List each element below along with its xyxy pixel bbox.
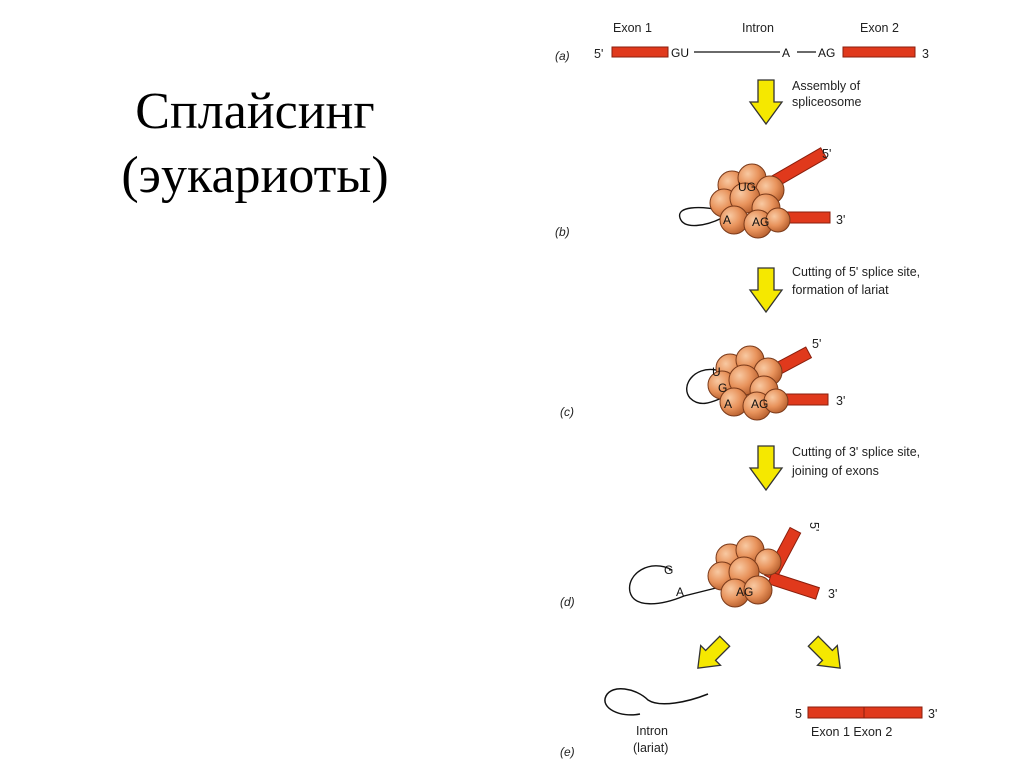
ag-label-c: AG	[751, 397, 768, 411]
panel-label-a: (a)	[555, 49, 570, 63]
step2-text-line1: Cutting of 5' splice site,	[792, 265, 920, 279]
branch-a-label: A	[782, 46, 790, 60]
three-prime-label-b: 3'	[836, 213, 845, 227]
intron-lariat-c	[686, 368, 723, 405]
step1-text-line2: spliceosome	[792, 95, 862, 109]
gu-site-label: GU	[671, 46, 689, 60]
panel-b: (b) 5' 3' UG A AG	[555, 147, 845, 239]
intron-label: Intron	[742, 21, 774, 35]
spliceosome-b	[709, 163, 791, 239]
panel-a: (a) Exon 1 Intron Exon 2 5' GU A AG 3	[555, 21, 929, 63]
g-label-c: G	[718, 381, 727, 395]
intron-lariat-d	[628, 565, 717, 605]
step2-text-line2: formation of lariat	[792, 283, 889, 297]
panel-label-d: (d)	[560, 595, 575, 609]
mrna-five-prime-label: 5	[795, 707, 802, 721]
intron-product-line1: Intron	[636, 724, 668, 738]
a-label-d: A	[676, 585, 684, 599]
three-prime-label-c: 3'	[836, 394, 845, 408]
exon2-bar-d	[767, 571, 821, 600]
u-label-c: U	[712, 365, 721, 379]
intron-product-line2: (lariat)	[633, 741, 668, 755]
panel-c: (c) 5' 3' U G A AG	[560, 337, 845, 421]
mrna-three-prime-label: 3'	[928, 707, 937, 721]
ag-site-label: AG	[818, 46, 835, 60]
panel-label-c: (c)	[560, 405, 574, 419]
five-prime-label: 5'	[594, 47, 603, 61]
spliceosome-d	[707, 535, 782, 608]
exon1-bar	[611, 46, 669, 58]
step3-text-line2: joining of exons	[791, 464, 879, 478]
ag-label-d: AG	[736, 585, 753, 599]
exon2-label: Exon 2	[860, 21, 899, 35]
slide-title: Сплайсинг (эукариоты)	[60, 80, 450, 208]
panel-label-e: (e)	[560, 745, 575, 759]
title-line-1: Сплайсинг	[135, 83, 375, 140]
title-line-2: (эукариоты)	[121, 147, 389, 204]
mrna-exon2-bar	[863, 706, 923, 719]
spliceosome-c	[707, 345, 789, 421]
step-arrow-3	[749, 445, 783, 491]
exon1-label: Exon 1	[613, 21, 652, 35]
ug-label-b: UG	[738, 180, 756, 194]
step3-text-line1: Cutting of 3' splice site,	[792, 445, 920, 459]
intron-lariat-product	[604, 688, 709, 716]
five-prime-label-b: 5'	[822, 147, 831, 161]
step-arrow-2	[749, 267, 783, 313]
step-arrow-1	[749, 79, 783, 125]
a-label-c: A	[724, 397, 732, 411]
g-label-d: G	[664, 563, 673, 577]
five-prime-label-c: 5'	[812, 337, 821, 351]
panel-d: (d) G A AG 5' 3'	[560, 522, 837, 609]
a-label-b: A	[723, 213, 731, 227]
five-prime-label-d: 5'	[807, 522, 821, 531]
ag-label-b: AG	[752, 215, 769, 229]
diag-arrow-right	[807, 635, 841, 669]
diag-arrow-left	[697, 635, 731, 669]
panel-e: (e) Intron (lariat) 5 3' Exon 1 Exon 2	[560, 688, 937, 759]
intron-loop-b	[679, 206, 723, 227]
step1-text-line1: Assembly of	[792, 79, 861, 93]
mrna-exon1-bar	[807, 706, 865, 719]
three-prime-label: 3	[922, 47, 929, 61]
panel-label-b: (b)	[555, 225, 570, 239]
mrna-exon-label: Exon 1 Exon 2	[811, 725, 892, 739]
three-prime-label-d: 3'	[828, 587, 837, 601]
exon2-bar	[842, 46, 916, 58]
